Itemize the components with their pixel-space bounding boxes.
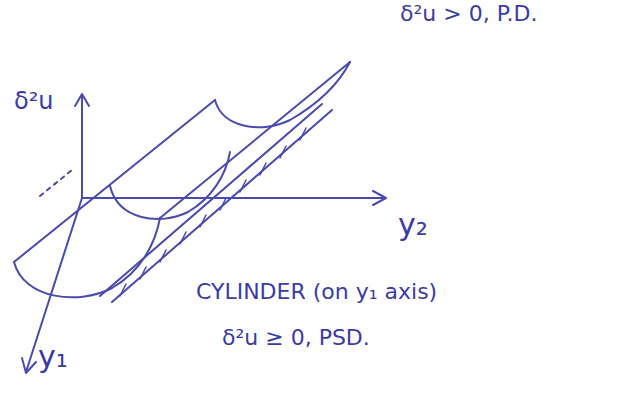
axis-label: δ²u: [14, 88, 54, 114]
condition-note: δ²u > 0, P.D.: [400, 2, 537, 26]
axis-label: y₂: [398, 208, 428, 241]
axis-label: y₁: [38, 340, 68, 373]
condition-note: δ²u ≥ 0, PSD.: [222, 326, 370, 350]
shape-note: CYLINDER (on y₁ axis): [196, 280, 437, 304]
